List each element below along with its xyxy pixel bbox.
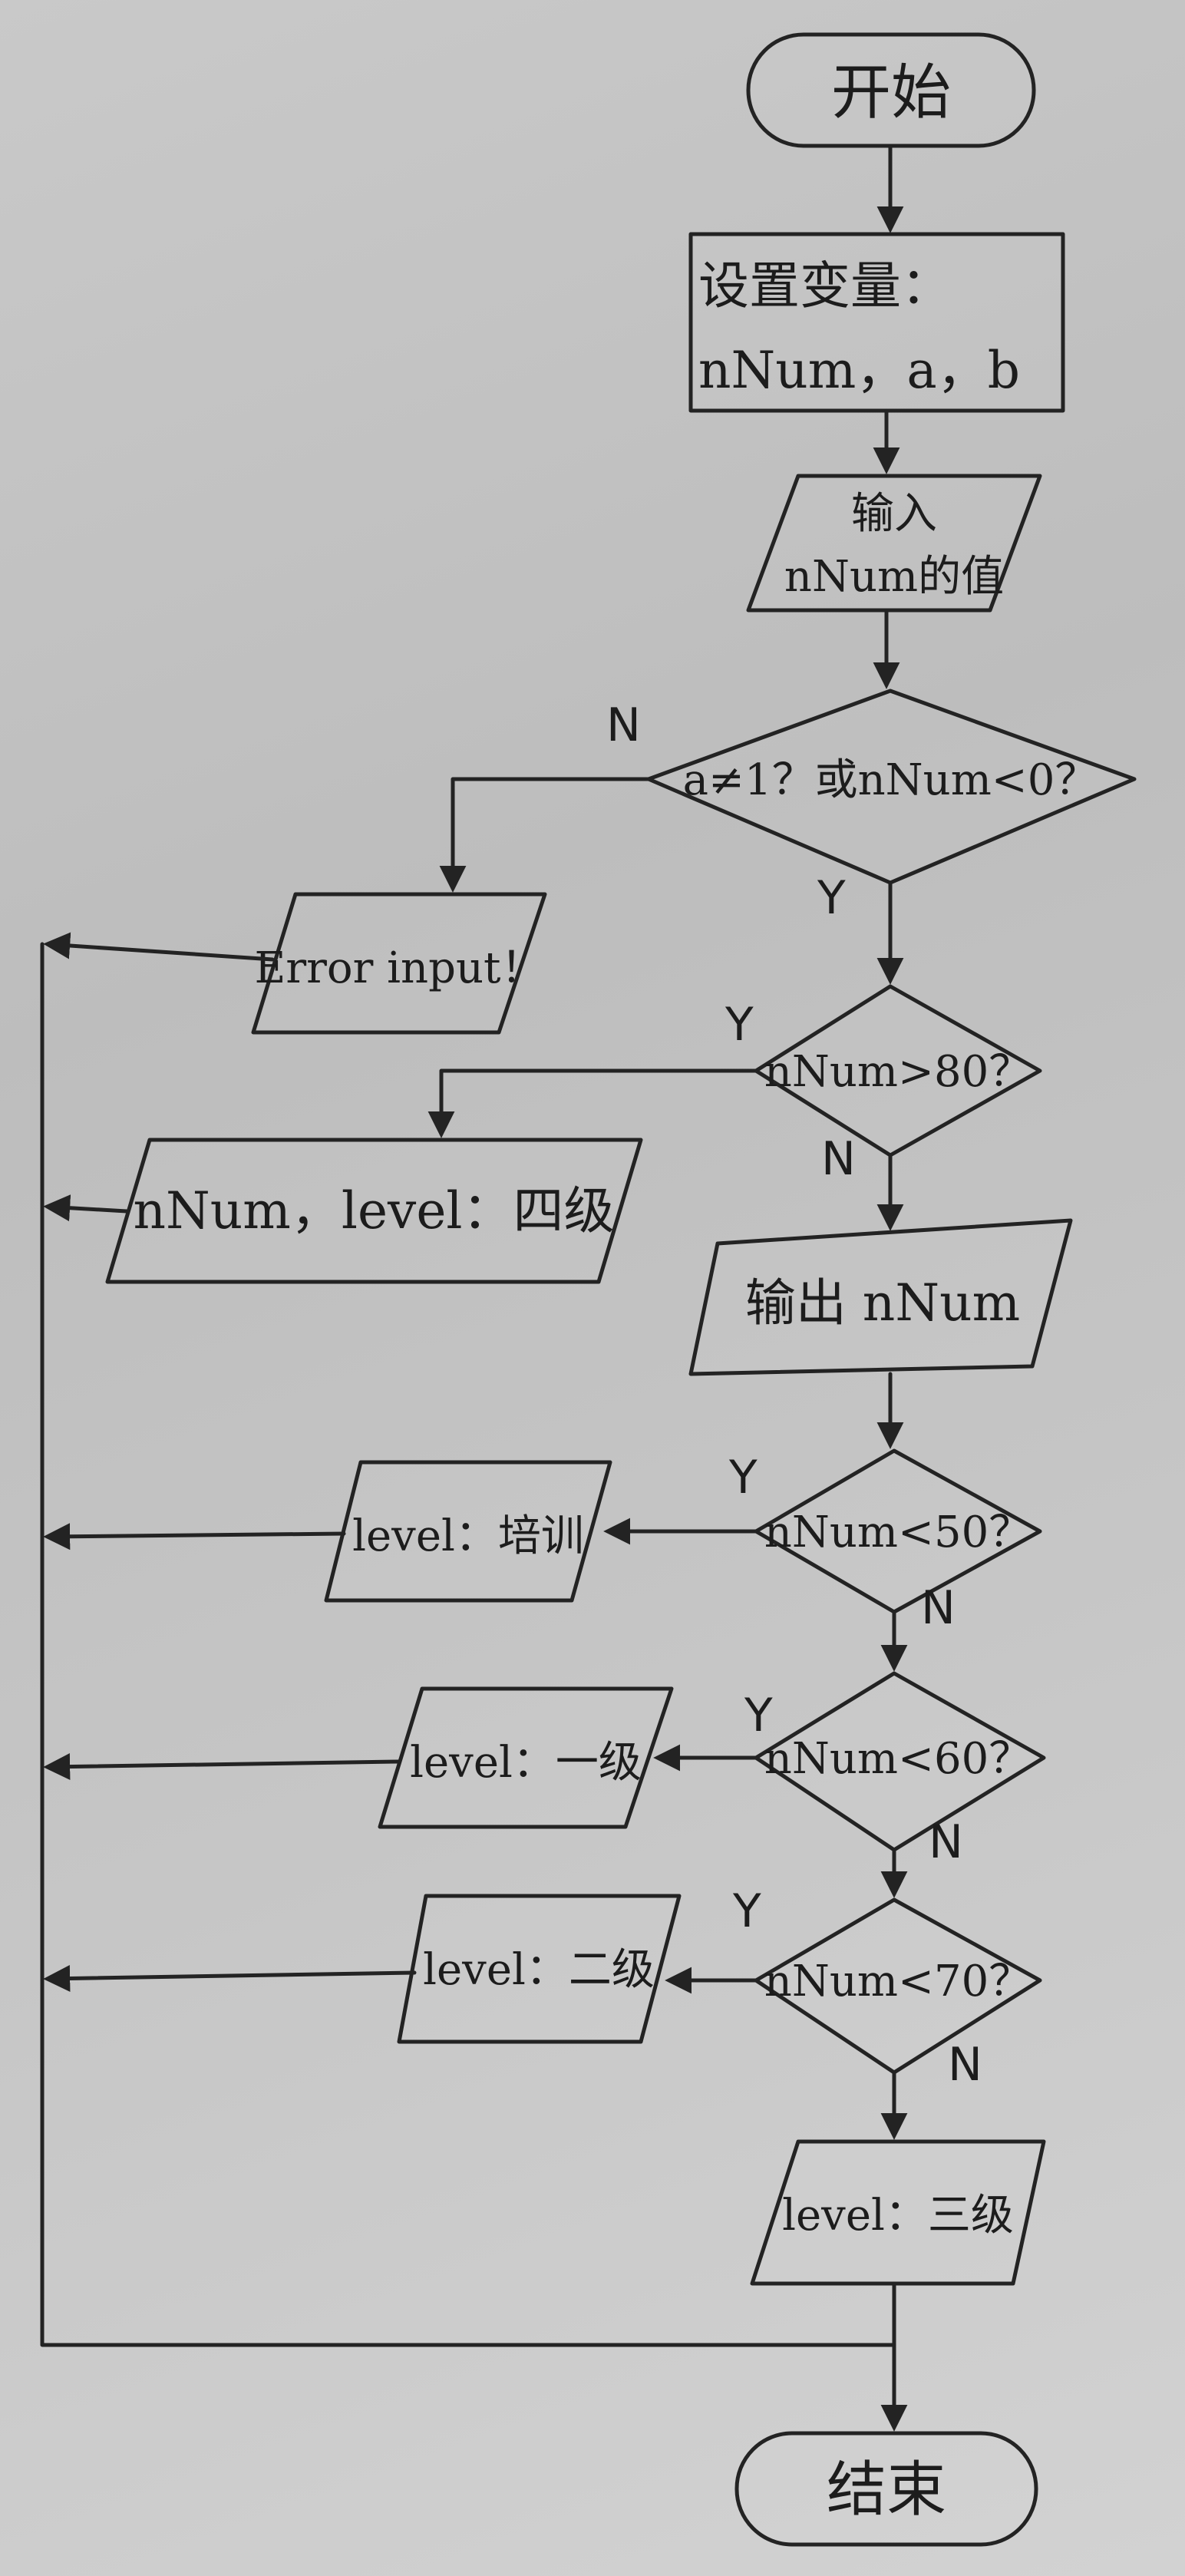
label-70-no: N <box>948 2038 982 2092</box>
level-training-output <box>324 1460 612 1603</box>
label-check-no: N <box>606 698 641 752</box>
declare-line-1: 设置变量： <box>698 256 952 315</box>
arrow-level-one-to-bus <box>43 1753 401 1781</box>
error-output-parallelogram <box>251 892 547 1035</box>
level-four-output <box>105 1138 643 1284</box>
output-num-parallelogram <box>688 1218 1073 1376</box>
output-num-label: 输出 nNum <box>745 1273 1020 1333</box>
check-80-label: nNum>80？ <box>764 1047 1032 1097</box>
level-three-output <box>750 2139 1046 2286</box>
level-two-label: level：二级 <box>423 1945 655 1995</box>
label-80-no: N <box>821 1132 856 1186</box>
arrow-error-to-bus <box>43 932 275 962</box>
level-training-label: level：培训 <box>352 1511 584 1561</box>
check-input-label: a≠1？或nNum<0？ <box>683 755 1098 805</box>
arrow-training-to-bus <box>43 1523 346 1551</box>
label-50-yes: Y <box>728 1451 758 1504</box>
error-output-label: Error input！ <box>254 943 543 993</box>
input-line-2: nNum的值 <box>784 552 1004 602</box>
label-70-yes: Y <box>732 1884 761 1938</box>
label-80-yes: Y <box>725 998 754 1052</box>
arrow-80-yes-to-level-four <box>427 1068 758 1138</box>
check-70-label: nNum<70？ <box>764 1957 1032 2006</box>
arrow-level-four-to-bus <box>43 1194 129 1222</box>
end-label: 结束 <box>827 2455 946 2525</box>
label-50-no: N <box>921 1581 956 1635</box>
level-three-label: level：三级 <box>782 2191 1014 2241</box>
input-line-1: 输入 <box>851 489 937 539</box>
level-four-label: nNum，level：四级 <box>134 1181 615 1240</box>
start-label: 开始 <box>831 58 951 127</box>
return-bus-line <box>40 942 896 2347</box>
arrow-level-two-to-bus <box>43 1965 417 1993</box>
arrow-check-no-to-error <box>439 777 651 893</box>
declare-line-2: nNum，a，b <box>698 341 1020 400</box>
level-one-label: level：一级 <box>410 1738 642 1788</box>
level-two-output <box>397 1894 682 2044</box>
label-60-no: N <box>929 1815 963 1869</box>
declare-variables-box <box>688 232 1065 413</box>
check-50-label: nNum<50？ <box>764 1508 1032 1557</box>
label-check-yes: Y <box>817 871 846 925</box>
level-one-output <box>378 1686 674 1829</box>
check-60-label: nNum<60？ <box>764 1734 1032 1784</box>
input-parallelogram <box>746 474 1042 613</box>
end-terminal <box>734 2431 1038 2547</box>
label-60-yes: Y <box>744 1689 773 1742</box>
